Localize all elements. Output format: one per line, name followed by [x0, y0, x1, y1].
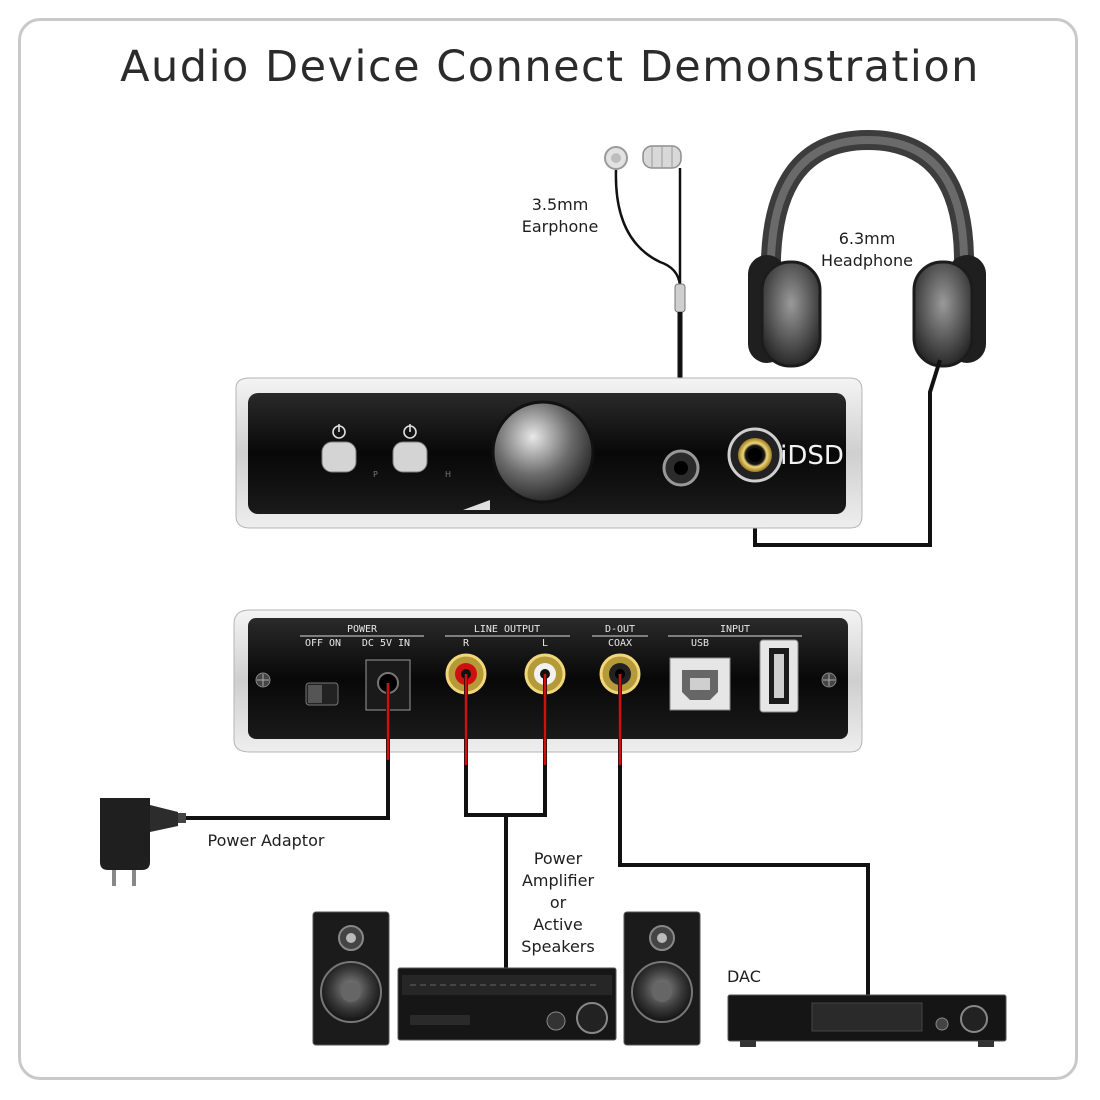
earphone-icon — [604, 145, 686, 313]
line-output-cable — [464, 674, 547, 968]
amplifier-icon — [397, 967, 617, 1041]
dc-in-label: DC 5V IN — [362, 638, 410, 649]
headphone-gain-button-icon — [392, 424, 428, 473]
left-channel-label: L — [542, 638, 548, 649]
power-button-icon — [321, 424, 357, 473]
coax-cable — [618, 674, 870, 995]
button-marker-h: H — [445, 470, 451, 479]
diagram-frame — [18, 18, 1078, 1080]
front-panel: P H iDSD — [235, 377, 863, 529]
screw-left-icon — [255, 672, 271, 688]
power-group-label: POWER — [347, 624, 378, 635]
input-group-label: INPUT — [720, 624, 750, 635]
amplifier-label: Power Amplifier or Active Speakers — [521, 849, 595, 956]
screw-right-icon — [821, 672, 837, 688]
button-marker-p: P — [373, 470, 378, 479]
usb-label: USB — [691, 638, 709, 649]
brand-logo: iDSD — [780, 441, 844, 471]
line-output-group-label: LINE OUTPUT — [474, 624, 540, 635]
rear-panel: POWER OFF ON DC 5V IN LINE OUTPUT R L D-… — [233, 609, 863, 753]
speaker-left-icon — [312, 911, 390, 1046]
dac-icon — [727, 994, 1007, 1047]
right-channel-label: R — [463, 638, 470, 649]
volume-ramp-icon — [463, 500, 490, 510]
speaker-right-icon — [623, 911, 701, 1046]
power-adaptor-icon — [100, 798, 186, 886]
headphone-label: 6.3mm Headphone — [821, 229, 913, 270]
switch-label: OFF ON — [305, 638, 341, 649]
dac-label: DAC — [727, 967, 761, 986]
volume-knob-icon — [491, 400, 595, 504]
power-adaptor-label: Power Adaptor — [207, 831, 325, 850]
coax-label: COAX — [608, 638, 632, 649]
dout-group-label: D-OUT — [605, 624, 635, 635]
earphone-label: 3.5mm Earphone — [521, 195, 599, 236]
diagram-title: Audio Device Connect Demonstration — [120, 42, 980, 92]
power-cable — [180, 683, 390, 820]
headphone-icon — [748, 129, 986, 368]
